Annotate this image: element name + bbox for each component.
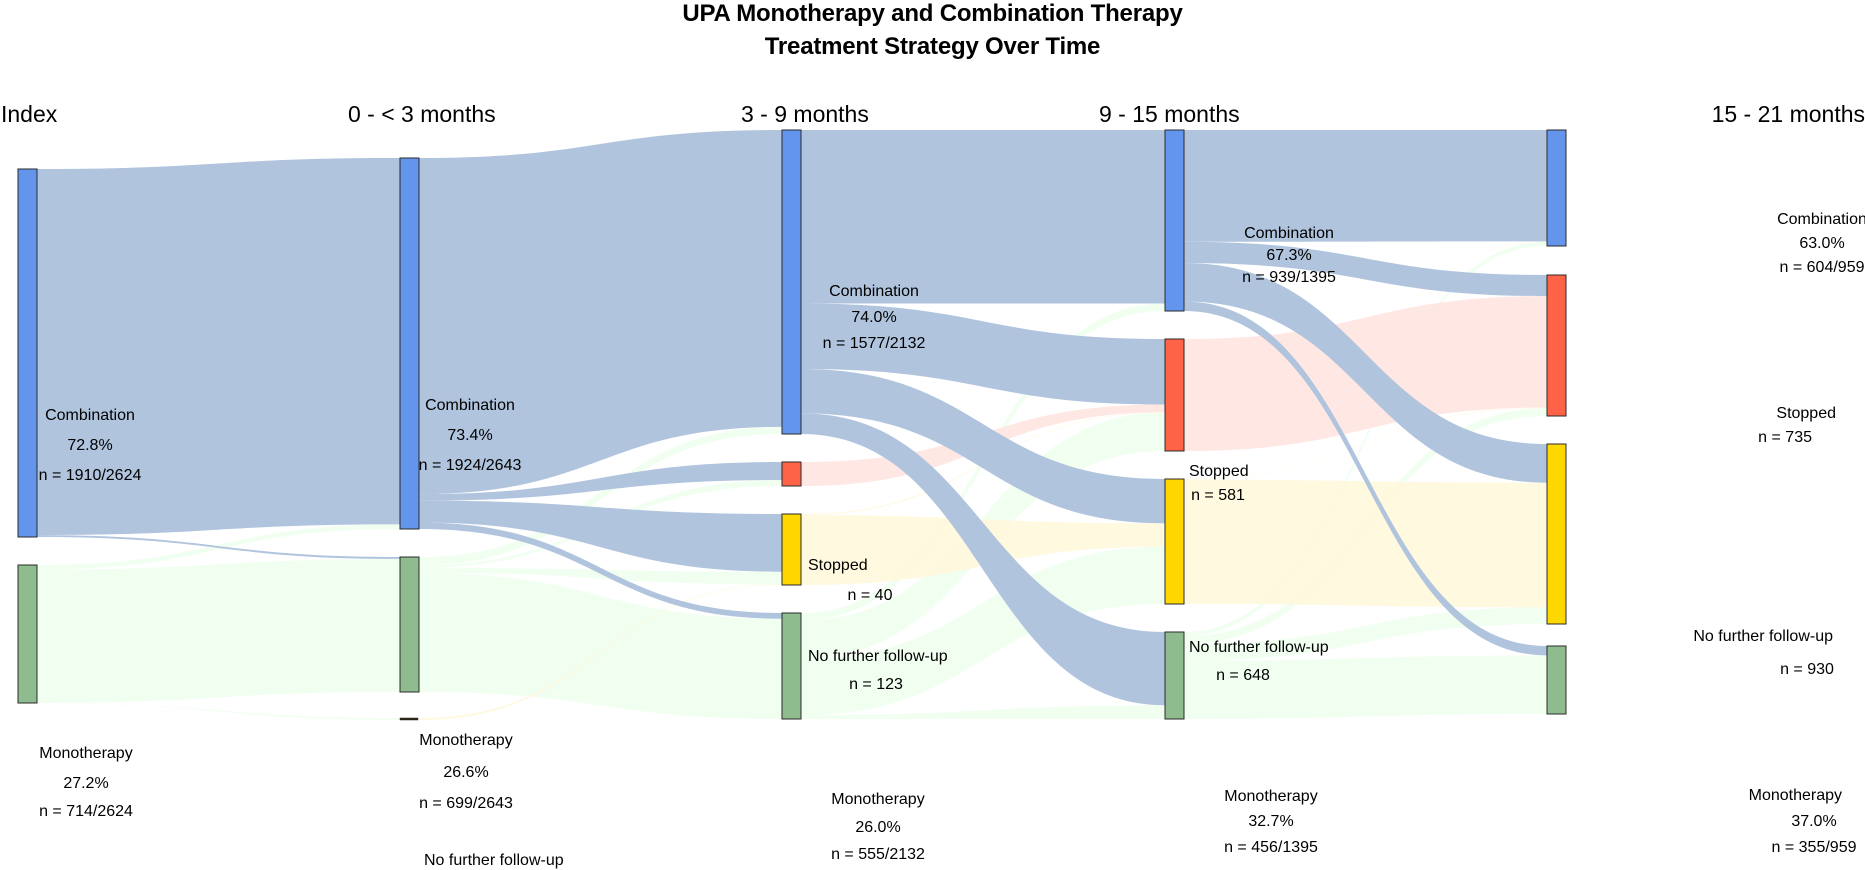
link-m1-to-c2 [419, 426, 782, 566]
label-n-c4: n = 604/959 [1780, 259, 1865, 276]
node-combination-col4 [1546, 129, 1567, 247]
link-c3-to-s4 [1184, 241, 1547, 297]
label-n-f2: n = 123 [849, 676, 903, 693]
label-name-m3: Monotherapy [1224, 788, 1317, 805]
link-m0-to-f1 [37, 702, 400, 720]
label-pct-c1: 73.4% [447, 427, 492, 444]
label-n-f4: n = 930 [1780, 661, 1834, 678]
chart-title-line-2: Treatment Strategy Over Time [764, 33, 1101, 60]
sankey-links [37, 130, 1547, 720]
label-name-f4: No further follow-up [1693, 628, 1833, 645]
link-f1-to-f2 [419, 584, 782, 720]
label-name-s2: Stopped [808, 557, 868, 574]
label-n-m3: n = 456/1395 [1224, 839, 1318, 856]
node-stopped-col2 [781, 461, 802, 487]
node-monotherapy-col2 [781, 612, 802, 720]
link-c2-to-m3 [801, 413, 1165, 706]
link-c1-to-f2 [419, 500, 782, 572]
node-monotherapy-col0 [17, 564, 38, 704]
link-c2-to-c3 [801, 130, 1165, 304]
chart-title-line-1: UPA Monotherapy and Combination Therapy [682, 0, 1183, 27]
node-combination-col3 [1164, 129, 1185, 312]
node-monotherapy-col3 [1164, 631, 1185, 720]
label-pct-m0: 27.2% [63, 775, 108, 792]
label-pct-m4: 37.0% [1791, 813, 1836, 830]
label-n-m0: n = 714/2624 [39, 803, 133, 820]
label-pct-c3: 67.3% [1266, 247, 1311, 264]
sankey-nodes [17, 129, 1567, 721]
link-m2-to-f3 [801, 546, 1165, 716]
label-pct-m3: 32.7% [1248, 813, 1293, 830]
node-stopped-col3 [1164, 338, 1185, 452]
label-n-m2: n = 555/2132 [831, 846, 925, 863]
label-n-s4: n = 735 [1758, 429, 1812, 446]
label-n-s3: n = 581 [1191, 487, 1245, 504]
label-name-c4: Combination [1777, 211, 1865, 228]
link-c0-to-m1 [37, 535, 400, 559]
node-combination-col1 [399, 157, 420, 530]
link-c1-to-c2 [419, 130, 782, 495]
link-m3-to-c4 [1184, 241, 1547, 637]
link-c3-to-m4 [1184, 301, 1547, 656]
link-c2-to-s3 [801, 303, 1165, 405]
label-n-c0: n = 1910/2624 [39, 467, 142, 484]
node-monotherapy-col4 [1546, 645, 1567, 715]
label-name-s3: Stopped [1189, 463, 1249, 480]
link-m2-to-m3 [801, 705, 1165, 719]
label-name-c3: Combination [1244, 225, 1334, 242]
node-no_follow_up-col2 [781, 513, 802, 586]
label-name-m0: Monotherapy [39, 745, 132, 762]
label-pct-c0: 72.8% [67, 437, 112, 454]
link-m1-to-f2 [419, 567, 782, 585]
node-monotherapy-col1 [399, 556, 420, 693]
label-n-c2: n = 1577/2132 [823, 335, 926, 352]
label-name-m4: Monotherapy [1749, 787, 1842, 804]
label-name-f2: No further follow-up [808, 648, 948, 665]
label-name-s4: Stopped [1776, 405, 1836, 422]
sankey-labels: Combination 72.8% n = 1910/2624Monotherapy… [39, 211, 1865, 869]
label-name-f1: No further follow-up [424, 852, 564, 869]
label-name-m1: Monotherapy [419, 732, 512, 749]
column-header-3-9-months: 3 - 9 months [741, 101, 869, 127]
label-name-c0: Combination [45, 407, 135, 424]
link-c3-to-c4 [1184, 130, 1547, 242]
link-c1-to-m2 [419, 522, 782, 619]
link-c3-to-f4 [1184, 263, 1547, 483]
node-combination-col2 [781, 129, 802, 435]
link-m3-to-f4 [1184, 607, 1547, 661]
column-header-index: Index [1, 101, 58, 127]
label-n-m4: n = 355/959 [1772, 839, 1857, 856]
node-no_follow_up-col4 [1546, 443, 1567, 625]
column-header-9-15-months: 9 - 15 months [1099, 101, 1240, 127]
link-c2-to-f3 [801, 369, 1165, 524]
link-c0-to-c1 [37, 158, 400, 536]
column-header-0-3-months: 0 - < 3 months [348, 101, 496, 127]
link-f3-to-f4 [1184, 479, 1547, 608]
label-n-s2: n = 40 [848, 587, 893, 604]
label-name-c1: Combination [425, 397, 515, 414]
label-pct-c2: 74.0% [851, 309, 896, 326]
node-no_follow_up-col1 [399, 717, 419, 721]
column-header-15-21-months: 15 - 21 months [1711, 101, 1865, 127]
node-no_follow_up-col3 [1164, 478, 1185, 605]
label-n-m1: n = 699/2643 [419, 795, 513, 812]
label-name-m2: Monotherapy [831, 791, 924, 808]
label-name-f3: No further follow-up [1189, 639, 1329, 656]
link-m3-to-m4 [1184, 655, 1547, 719]
node-stopped-col4 [1546, 274, 1567, 417]
label-n-c3: n = 939/1395 [1242, 269, 1336, 286]
label-pct-m2: 26.0% [855, 819, 900, 836]
label-pct-c4: 63.0% [1799, 235, 1844, 252]
label-pct-m1: 26.6% [443, 764, 488, 781]
label-n-f3: n = 648 [1216, 667, 1270, 684]
link-m1-to-m2 [419, 572, 782, 719]
label-name-c2: Combination [829, 283, 919, 300]
link-f3-to-s4 [1184, 407, 1547, 480]
label-n-c1: n = 1924/2643 [419, 457, 522, 474]
link-m0-to-m1 [37, 558, 400, 703]
node-combination-col0 [17, 168, 38, 538]
link-c1-to-s2 [419, 462, 782, 501]
